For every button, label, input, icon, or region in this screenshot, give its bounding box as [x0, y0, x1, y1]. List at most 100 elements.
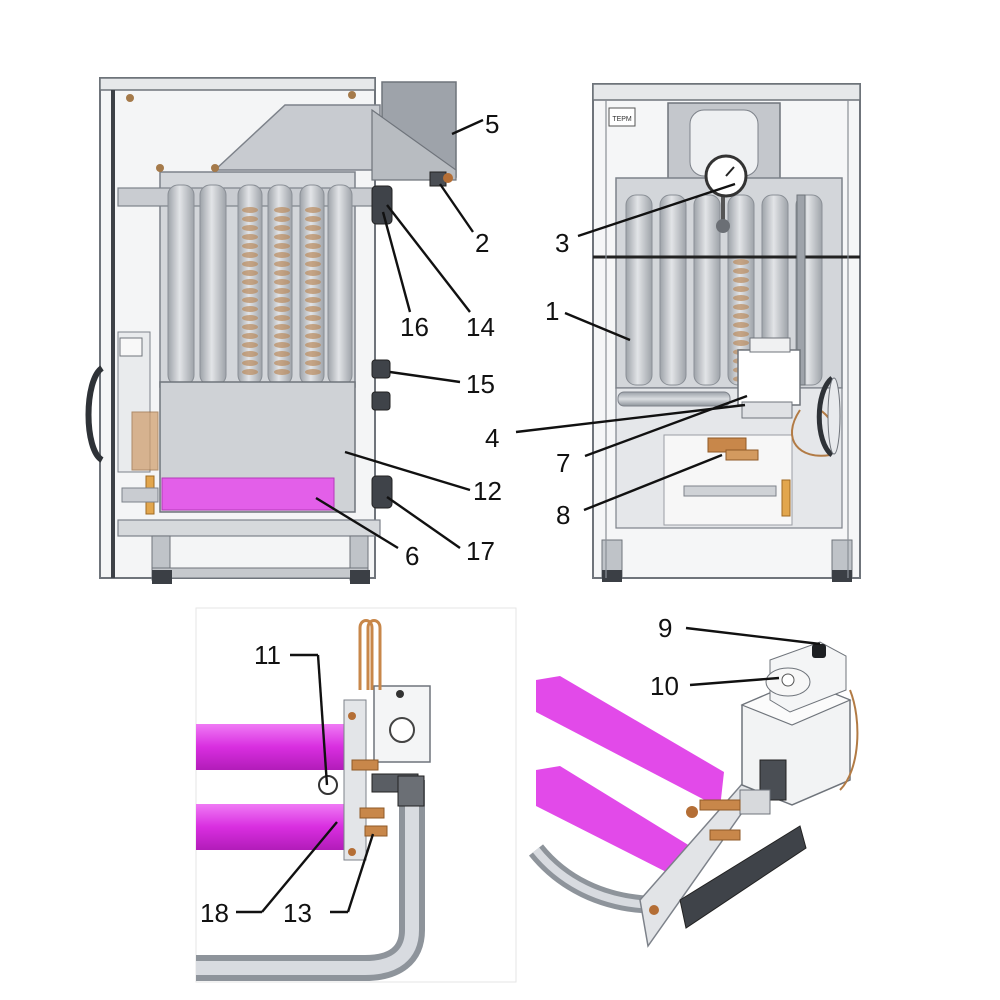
spiral-coil — [242, 315, 258, 321]
spiral-coil — [242, 306, 258, 312]
callout-18: 18 — [200, 898, 229, 928]
burner-tube-upper — [196, 724, 361, 770]
spiral-coil — [274, 216, 290, 222]
spiral-coil — [274, 270, 290, 276]
spiral-coil — [242, 288, 258, 294]
spiral-coil — [274, 288, 290, 294]
spiral-coil — [274, 207, 290, 213]
callout-8: 8 — [556, 500, 570, 530]
spiral-coil — [274, 234, 290, 240]
callout-6: 6 — [405, 541, 419, 571]
front-view: ТЕРМ — [592, 83, 861, 582]
spiral-coil — [274, 225, 290, 231]
spiral-coil — [305, 315, 321, 321]
spiral-coil — [274, 315, 290, 321]
spiral-coil — [242, 369, 258, 375]
spiral-coil — [274, 261, 290, 267]
spiral-coil — [733, 277, 749, 283]
spiral-coil — [242, 360, 258, 366]
spiral-coil — [305, 360, 321, 366]
spiral-coil — [305, 279, 321, 285]
front-door-handle — [816, 376, 834, 457]
callout-10: 10 — [650, 671, 679, 701]
turbulator-spirals — [242, 207, 321, 375]
leader-lines — [236, 118, 821, 914]
spiral-coil — [274, 369, 290, 375]
callout-labels: 5 2 3 1 4 6 7 8 9 10 11 12 13 14 15 16 1… — [200, 109, 679, 928]
spiral-coil — [274, 306, 290, 312]
spiral-coil — [274, 333, 290, 339]
spiral-coil — [733, 286, 749, 292]
spiral-coil — [733, 340, 749, 346]
callout-5: 5 — [485, 109, 499, 139]
spiral-coil — [242, 207, 258, 213]
spiral-coil — [305, 261, 321, 267]
pipe-nozzles — [371, 185, 393, 509]
detail-right — [528, 641, 859, 948]
spiral-coil — [733, 313, 749, 319]
callout-17: 17 — [466, 536, 495, 566]
spiral-coil — [274, 324, 290, 330]
burner-magenta — [161, 477, 335, 511]
callout-16: 16 — [400, 312, 429, 342]
spiral-coil — [305, 225, 321, 231]
spiral-coil — [242, 333, 258, 339]
spiral-coil — [274, 342, 290, 348]
callout-14: 14 — [466, 312, 495, 342]
spiral-coil — [242, 234, 258, 240]
door-handle — [85, 365, 105, 463]
spiral-coil — [242, 225, 258, 231]
brand-logo: ТЕРМ — [612, 116, 632, 123]
spiral-coil — [733, 268, 749, 274]
spiral-coil — [242, 243, 258, 249]
spiral-coil — [305, 207, 321, 213]
spiral-coil — [274, 279, 290, 285]
gas-supply-pipe — [196, 780, 419, 975]
spiral-coil — [305, 369, 321, 375]
callout-11: 11 — [254, 640, 281, 670]
spiral-coil — [274, 297, 290, 303]
gas-pipe — [617, 391, 731, 407]
spiral-coil — [305, 333, 321, 339]
spiral-coil — [274, 351, 290, 357]
callout-3: 3 — [555, 228, 569, 258]
flue-hood — [213, 104, 381, 171]
spiral-coil — [242, 261, 258, 267]
callout-15: 15 — [466, 369, 495, 399]
callout-13: 13 — [283, 898, 312, 928]
spiral-coil — [242, 279, 258, 285]
detail-left — [195, 607, 517, 983]
spiral-coil — [242, 270, 258, 276]
callout-2: 2 — [475, 228, 489, 258]
callout-9: 9 — [658, 613, 672, 643]
burner-tube-diag-1 — [536, 676, 724, 808]
spiral-coil — [242, 297, 258, 303]
spiral-coil — [242, 324, 258, 330]
front-tubes — [625, 194, 823, 386]
spiral-coil — [305, 252, 321, 258]
burner-tube-diag-2 — [536, 766, 690, 880]
spiral-coil — [305, 234, 321, 240]
spiral-coil — [305, 243, 321, 249]
spiral-coil — [274, 360, 290, 366]
spiral-coil — [733, 295, 749, 301]
spiral-coil — [274, 252, 290, 258]
spiral-coil — [242, 252, 258, 258]
spiral-coil — [274, 243, 290, 249]
spiral-coil — [305, 216, 321, 222]
callout-7: 7 — [556, 448, 570, 478]
spiral-coil — [305, 270, 321, 276]
callout-12: 12 — [473, 476, 502, 506]
spiral-coil — [733, 322, 749, 328]
spiral-coil — [242, 216, 258, 222]
spiral-coil — [305, 306, 321, 312]
spiral-coil — [733, 331, 749, 337]
gas-valve-box — [737, 349, 801, 406]
piezo-button — [812, 644, 826, 658]
copper-capillary — [358, 619, 382, 690]
side-view — [85, 77, 457, 584]
burner-tube-lower — [196, 804, 361, 850]
spiral-coil — [733, 259, 749, 265]
callout-4: 4 — [485, 423, 499, 453]
